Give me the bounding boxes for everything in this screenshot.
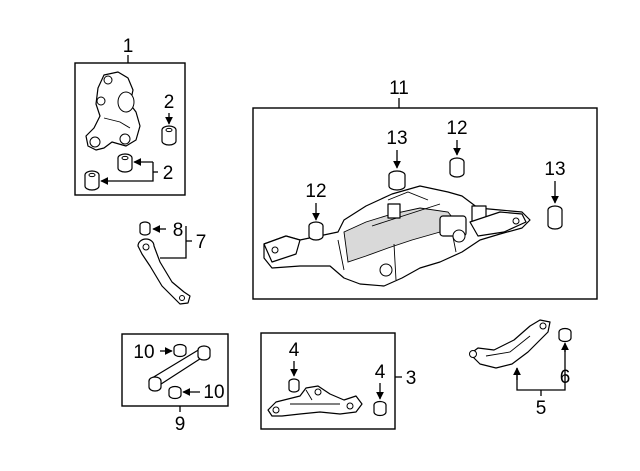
bushing-12-right [449, 157, 465, 178]
callout-13a: 13 [386, 128, 407, 149]
knuckle-hole-top [103, 75, 113, 85]
callout-2a: 2 [164, 92, 175, 113]
callout-1: 1 [123, 36, 134, 57]
bushing-12-left [308, 221, 324, 241]
crossmember-box [252, 107, 598, 300]
knuckle-hole-right [119, 133, 131, 145]
link-kit-group: 9 10 10 [121, 333, 229, 435]
link-group: 8 7 [137, 220, 207, 305]
callout-5: 5 [536, 398, 547, 419]
bushing-13-left [388, 170, 406, 191]
knuckle-part [85, 71, 141, 151]
callout-12a: 12 [305, 181, 326, 202]
bushing-13-right [547, 205, 563, 230]
callout-2b: 2 [163, 163, 174, 184]
trailing-arm-hole-left [469, 350, 477, 358]
rod-end-top [197, 345, 211, 361]
callout-6: 6 [560, 367, 571, 388]
bushing-8 [139, 221, 151, 236]
callout-9: 9 [175, 414, 186, 435]
crossmember-ribs [337, 191, 457, 281]
knuckle-bore [117, 91, 135, 113]
knuckle-hole-mid [96, 96, 106, 106]
crossmember-group: 11 12 13 12 [252, 78, 598, 300]
lower-arm-part [267, 385, 363, 417]
rod-end-bottom [148, 376, 162, 392]
lower-arm-hole-right [346, 402, 354, 410]
bushing-10-upper [173, 343, 187, 358]
callout-8: 8 [173, 220, 184, 241]
callout-13b: 13 [544, 159, 565, 180]
crossmember-hole-right [512, 217, 520, 225]
lower-arm-box [260, 332, 396, 430]
lower-arm-hole-left [272, 406, 280, 414]
callout-4b: 4 [375, 362, 386, 383]
crossmember-hole-bottom [379, 263, 393, 277]
trailing-arm-part [469, 319, 551, 369]
trailing-arm-group: 5 6 [469, 319, 572, 419]
callout-10b: 10 [203, 382, 224, 403]
callout-11: 11 [389, 78, 409, 99]
crossmember-hole-left [271, 246, 279, 254]
knuckle-rib [103, 117, 131, 129]
trailing-arm-hole-right [539, 322, 547, 330]
lower-arm-hole-top [314, 388, 322, 396]
crossmember-mount-hole [452, 229, 466, 243]
callout-3: 3 [406, 368, 417, 389]
link-hole-top [142, 243, 150, 251]
link-arm-7 [137, 238, 191, 305]
bushing-2-lower [84, 170, 100, 191]
bushing-6 [558, 327, 572, 343]
crossmember-arm-right [469, 211, 527, 237]
callout-10a: 10 [133, 342, 154, 363]
bushing-2-upper [161, 125, 177, 146]
knuckle-group: 1 2 2 [74, 36, 186, 196]
lower-arm-group: 3 4 4 [260, 332, 417, 430]
crossmember-arm-left [263, 235, 301, 263]
callout-2b-leader-low [100, 162, 154, 185]
bushing-4-left [288, 378, 300, 393]
trailing-arm-rib [485, 335, 531, 357]
lower-arm-ribs [290, 389, 340, 405]
bushing-4-right [373, 400, 387, 417]
knuckle-hole-low [89, 136, 101, 148]
crossmember-tab-top [387, 203, 401, 219]
link-hole-bottom [179, 295, 185, 301]
bushing-2-middle [117, 153, 133, 173]
callout-7: 7 [196, 232, 207, 253]
bushing-10-lower [168, 385, 182, 400]
callout-7-leader [160, 226, 187, 259]
callout-4a: 4 [289, 340, 300, 361]
knuckle-box [74, 62, 186, 196]
link-kit-box [121, 333, 229, 407]
callout-12b: 12 [446, 118, 467, 139]
